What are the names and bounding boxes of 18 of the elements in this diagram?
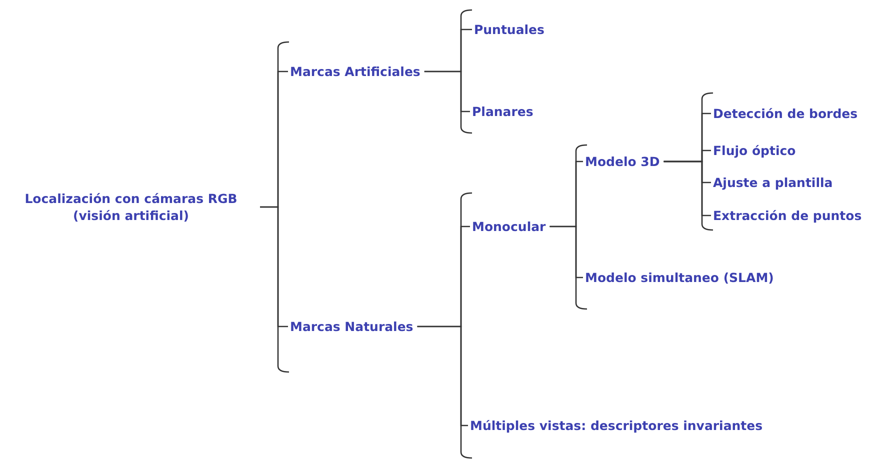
node-label: Ajuste a plantilla (713, 174, 833, 191)
connector-line (424, 70, 470, 112)
node-label: Extracción de puntos (713, 207, 862, 224)
node-label: Modelo simultaneo (SLAM) (585, 269, 774, 286)
node-label: Planares (472, 103, 534, 120)
node-label: Puntuales (474, 21, 544, 38)
node-label: Detección de bordes (713, 105, 858, 122)
node-label: Flujo óptico (713, 142, 796, 159)
connector-line (550, 226, 583, 278)
node-label: Marcas Artificiales (290, 63, 420, 80)
node-label: Modelo 3D (585, 153, 660, 170)
connector-line (417, 326, 468, 426)
node-label: Marcas Naturales (290, 318, 414, 335)
node-label: Localización con cámaras RGB (visión artificial) (6, 190, 256, 224)
node-label: Múltiples vistas: descriptores invariantes (470, 417, 763, 434)
connector-line (260, 206, 288, 328)
node-label: Monocular (472, 218, 546, 235)
connector-line (664, 160, 711, 216)
